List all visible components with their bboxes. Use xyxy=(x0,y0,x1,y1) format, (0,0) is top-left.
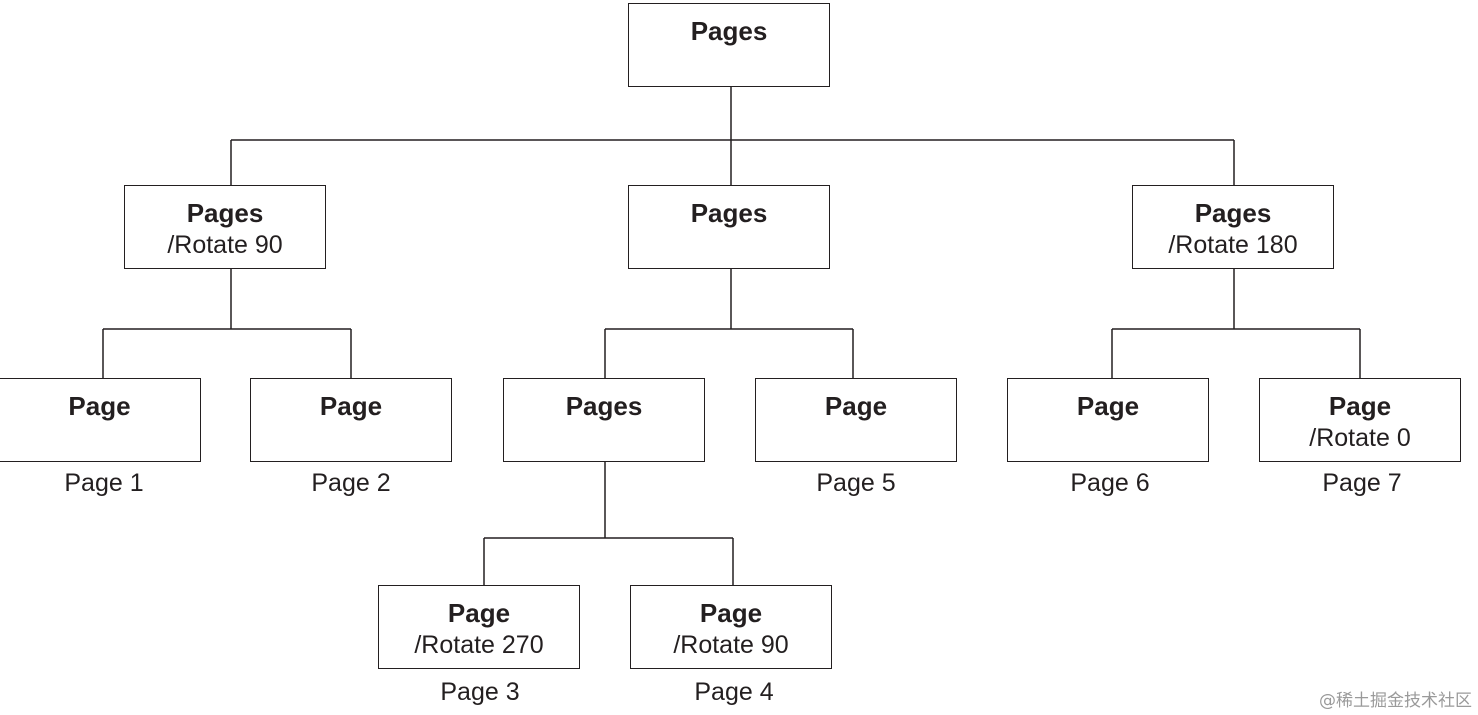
node-left-pages: Pages /Rotate 90 xyxy=(124,185,326,269)
caption-page-6: Page 6 xyxy=(1070,469,1150,497)
caption-page-7: Page 7 xyxy=(1322,469,1402,497)
node-rotate: /Rotate 180 xyxy=(1168,231,1298,259)
node-title: Pages xyxy=(186,198,264,228)
node-mid-pages: Pages xyxy=(503,378,705,462)
watermark-text: @稀土掘金技术社区 xyxy=(1319,691,1472,711)
node-title: Pages xyxy=(690,198,768,228)
caption-page-3: Page 3 xyxy=(440,678,520,706)
node-rotate: /Rotate 90 xyxy=(673,631,789,659)
node-page-7: Page /Rotate 0 xyxy=(1259,378,1461,462)
node-middle-pages: Pages xyxy=(628,185,830,269)
caption-page-2: Page 2 xyxy=(311,469,391,497)
node-page-4: Page /Rotate 90 xyxy=(630,585,832,669)
node-rotate: /Rotate 90 xyxy=(167,231,283,259)
caption-page-5: Page 5 xyxy=(816,469,896,497)
node-title: Pages xyxy=(690,16,768,46)
node-page-3: Page /Rotate 270 xyxy=(378,585,580,669)
node-title: Page xyxy=(1328,391,1392,421)
node-title: Page xyxy=(447,598,511,628)
node-title: Page xyxy=(319,391,383,421)
node-title: Pages xyxy=(565,391,643,421)
node-rotate: /Rotate 0 xyxy=(1309,424,1411,452)
node-rotate: /Rotate 270 xyxy=(414,631,544,659)
node-page-1: Page xyxy=(0,378,201,462)
node-title: Page xyxy=(68,391,131,421)
caption-page-4: Page 4 xyxy=(694,678,774,706)
node-page-5: Page xyxy=(755,378,957,462)
node-title: Page xyxy=(824,391,888,421)
node-title: Page xyxy=(699,598,763,628)
node-page-6: Page xyxy=(1007,378,1209,462)
node-root-pages: Pages xyxy=(628,3,830,87)
node-title: Page xyxy=(1076,391,1140,421)
node-page-2: Page xyxy=(250,378,452,462)
node-title: Pages xyxy=(1194,198,1272,228)
caption-page-1: Page 1 xyxy=(64,469,144,497)
node-right-pages: Pages /Rotate 180 xyxy=(1132,185,1334,269)
